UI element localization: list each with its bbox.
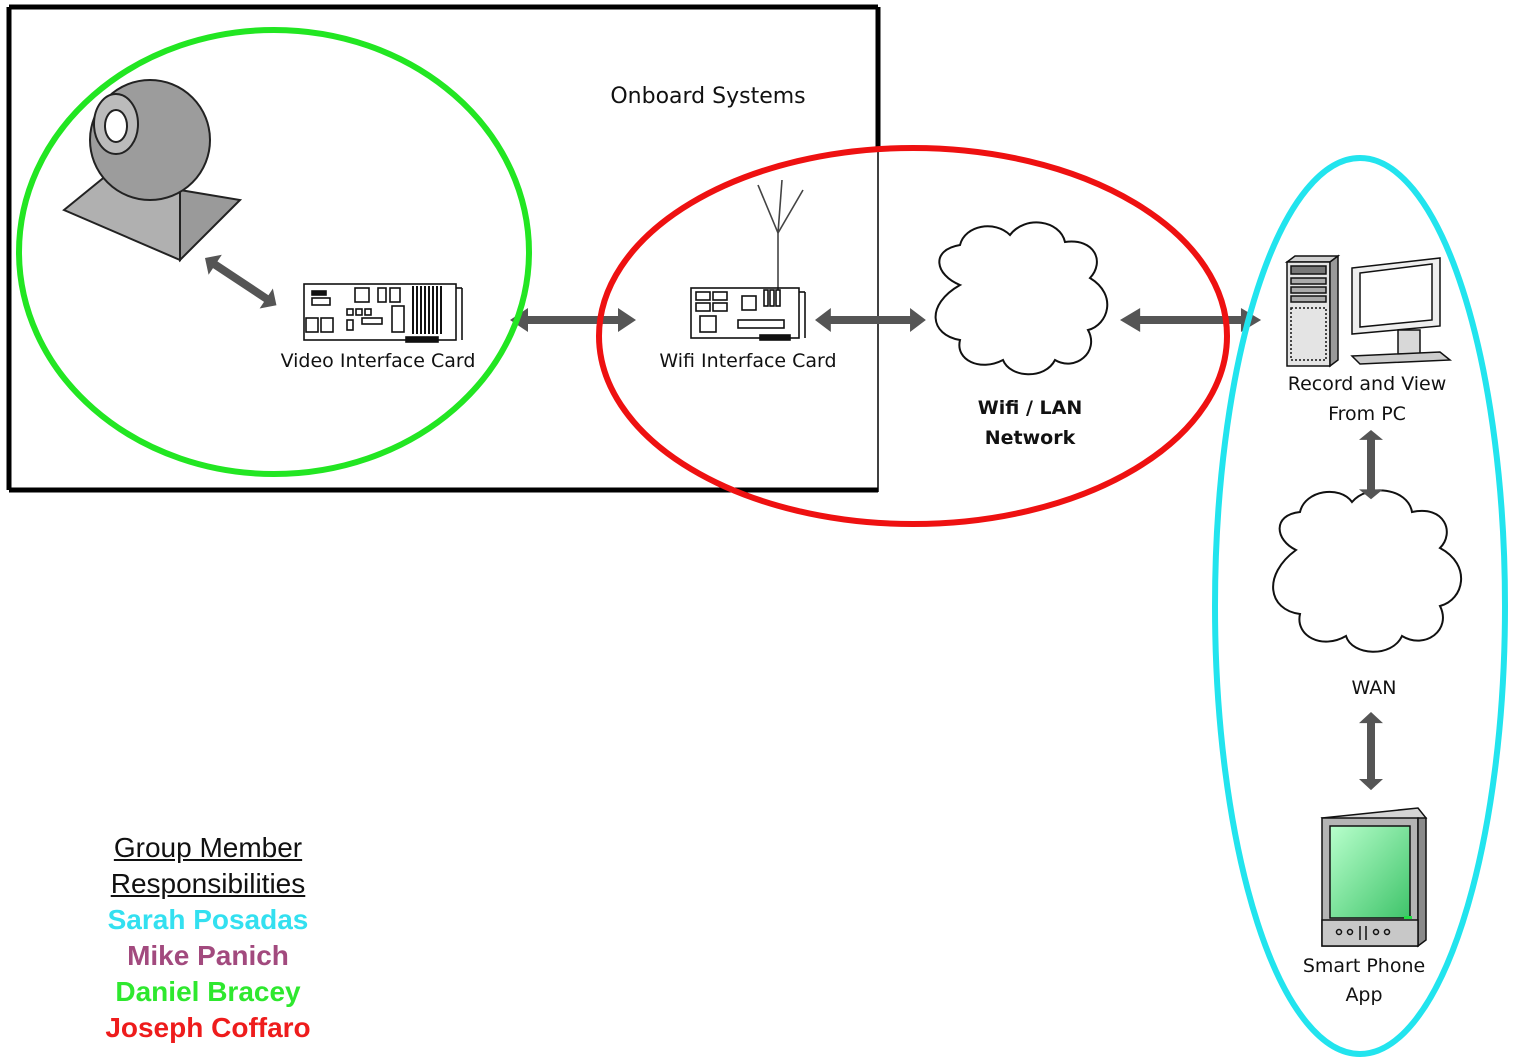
cloud-icon — [1272, 489, 1462, 653]
legend-heading-line1: Group Member — [113, 832, 303, 863]
cyan-group-ellipse — [1212, 155, 1508, 1057]
legend-member: Daniel Bracey — [115, 976, 301, 1007]
red-group-ellipse — [596, 145, 1230, 527]
wifi-lan-network-label-line1: Wifi / LAN — [977, 397, 1083, 419]
arrow-wifi-card-to-network — [815, 308, 926, 332]
record-view-label-line1: Record and View — [1287, 373, 1447, 395]
legend: Group Member Responsibilities Sarah Posa… — [78, 830, 338, 1046]
arrow-network-to-pc — [1120, 308, 1262, 332]
smartphone-icon — [1320, 807, 1428, 948]
wan-label: WAN — [1351, 677, 1397, 699]
monitor-icon — [1350, 257, 1453, 365]
onboard-systems-label: Onboard Systems — [610, 84, 806, 109]
wifi-lan-network-label-line2: Network — [984, 427, 1076, 449]
legend-member: Mike Panich — [127, 940, 289, 971]
tower-pc-icon — [1284, 254, 1341, 368]
legend-heading-line2: Responsibilities — [110, 868, 306, 899]
cloud-icon — [934, 221, 1109, 376]
smart-phone-label-line2: App — [1345, 984, 1383, 1006]
wifi-card-icon — [690, 179, 806, 341]
arrow-wan-to-phone — [1359, 712, 1383, 791]
video-interface-card-label: Video Interface Card — [280, 350, 476, 372]
record-view-label-line2: From PC — [1328, 403, 1406, 425]
legend-member: Joseph Coffaro — [105, 1012, 311, 1043]
webcam-icon — [62, 79, 243, 263]
arrow-pc-to-wan — [1359, 430, 1383, 500]
smart-phone-label-line1: Smart Phone — [1302, 955, 1426, 977]
wifi-interface-card-label: Wifi Interface Card — [659, 350, 837, 372]
green-group-ellipse — [16, 27, 532, 477]
arrow-video-card-to-wifi-card — [510, 308, 636, 332]
video-card-icon — [303, 283, 463, 343]
legend-member: Sarah Posadas — [107, 904, 309, 935]
arrow-camera-to-video-card — [198, 247, 284, 316]
